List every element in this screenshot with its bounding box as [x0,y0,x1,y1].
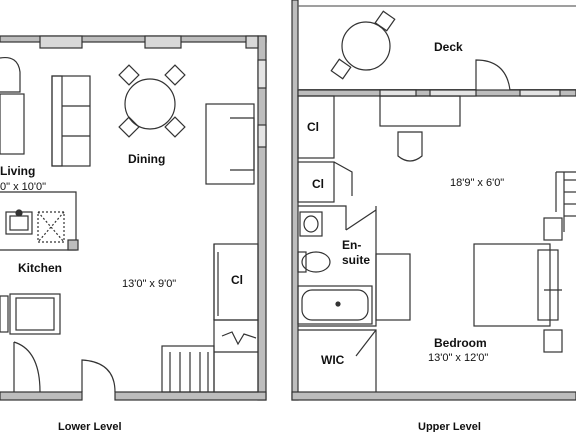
upper-level-plan [291,0,576,401]
window [245,35,259,49]
kitchen-counter [0,191,79,251]
living-label: Living [0,164,35,178]
upper-left-wall [291,0,299,401]
desk-chair [397,131,423,162]
lower-bottom-wall-right [114,391,267,401]
bed [473,217,563,353]
upper-level-caption: Upper Level [418,421,481,432]
lower-level-caption: Lower Level [58,421,122,432]
wic-door [355,329,377,357]
wic-label: WIC [321,353,345,367]
upper-closet-mid-label: Cl [312,177,324,191]
ensuite-label-2: suite [342,253,370,267]
ensuite-label-1: En- [342,238,361,252]
upper-bottom-wall [291,391,576,401]
bedroom-size: 13'0" x 12'0" [428,352,488,364]
window [379,89,417,97]
bathtub [297,285,373,325]
ensuite-walls [298,205,377,327]
window [257,59,267,89]
kitchen-size: 13'0" x 9'0" [122,278,176,290]
wall-stub [0,295,9,333]
deck-table [330,10,396,80]
lower-right-wall [257,35,267,401]
lower-bottom-wall-left [0,391,83,401]
window [39,35,83,49]
deck-door [475,59,511,91]
refrigerator [9,293,61,335]
ensuite-sink [299,211,323,237]
lower-level-plan [0,35,267,401]
bedroom-label: Bedroom [434,336,487,350]
closet-door [333,161,353,196]
upper-closet-top-label: Cl [307,120,319,134]
dining-label: Dining [128,152,165,166]
window [144,35,182,49]
dining-table [118,64,186,138]
buffet [205,103,255,185]
upper-stair-opening [555,171,576,232]
living-size: 0" x 10'0" [0,181,46,193]
window [519,89,561,97]
toilet [297,251,331,273]
deck-label: Deck [434,40,463,54]
dresser [375,253,411,321]
door [13,341,41,393]
window [429,89,477,97]
window [257,124,267,148]
loft-size: 18'9" x 6'0" [450,177,504,189]
side-table [0,93,25,155]
staircase [161,319,259,393]
armchair [0,56,21,93]
dishwasher [37,211,65,243]
kitchen-label: Kitchen [18,261,62,275]
desk [379,95,461,127]
sofa [51,75,91,167]
lower-closet-label: Cl [231,273,243,287]
entry-door [81,359,116,393]
closet-top [297,95,335,159]
closet-mid [297,161,335,203]
ensuite-door [345,209,377,231]
